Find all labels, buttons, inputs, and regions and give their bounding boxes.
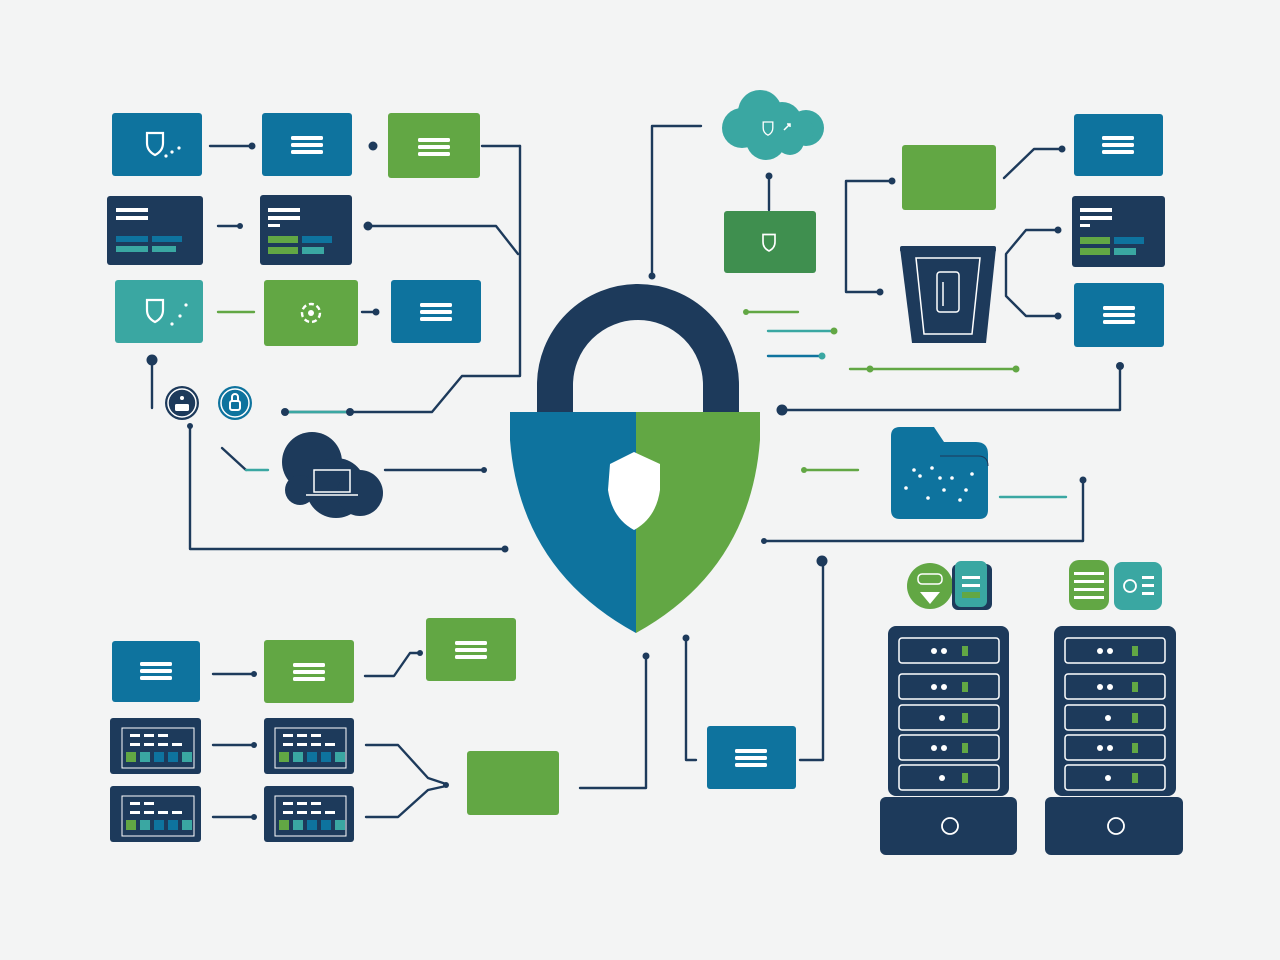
top-left-group [107,113,481,518]
document-card[interactable] [264,640,354,703]
blank-card[interactable] [902,145,996,210]
cloud-icon[interactable] [722,90,824,160]
document-card[interactable] [426,618,516,681]
server-tag-icons [907,560,1162,610]
lock-badge[interactable] [218,386,252,420]
blank-card[interactable] [467,751,559,815]
dashboard-card[interactable] [107,196,203,265]
dashboard-card[interactable] [110,718,201,774]
accent-dots [743,309,1020,473]
bottom-left-group [110,618,559,842]
dashboard-card[interactable] [264,786,354,842]
document-card[interactable] [391,280,481,343]
top-right-group [900,114,1165,347]
document-card[interactable] [262,113,352,176]
dashboard-card[interactable] [110,786,201,842]
document-card[interactable] [112,641,200,702]
top-center-group [722,90,824,273]
connector-dots [146,141,1124,820]
server-rack-icon[interactable] [880,626,1017,855]
document-card[interactable] [1074,114,1163,176]
folder-icon[interactable] [891,427,989,519]
document-card[interactable] [1074,283,1164,347]
document-card[interactable] [707,726,796,789]
shield-card[interactable] [724,211,816,273]
accent-lines [216,310,1068,499]
dashboard-card[interactable] [1072,196,1165,267]
cloud-laptop-icon [282,432,383,518]
central-padlock-shield-icon [510,284,760,633]
shield-card[interactable] [115,280,203,343]
dashboard-card[interactable] [260,195,352,265]
dashboard-card[interactable] [264,718,354,774]
storage-bin-icon[interactable] [900,246,996,343]
settings-badge[interactable] [165,386,199,420]
connector-lines [150,124,1122,819]
shield-card[interactable] [112,113,202,176]
server-rack-icon[interactable] [1045,626,1183,855]
document-card[interactable] [388,113,480,178]
gear-card[interactable] [264,280,358,346]
